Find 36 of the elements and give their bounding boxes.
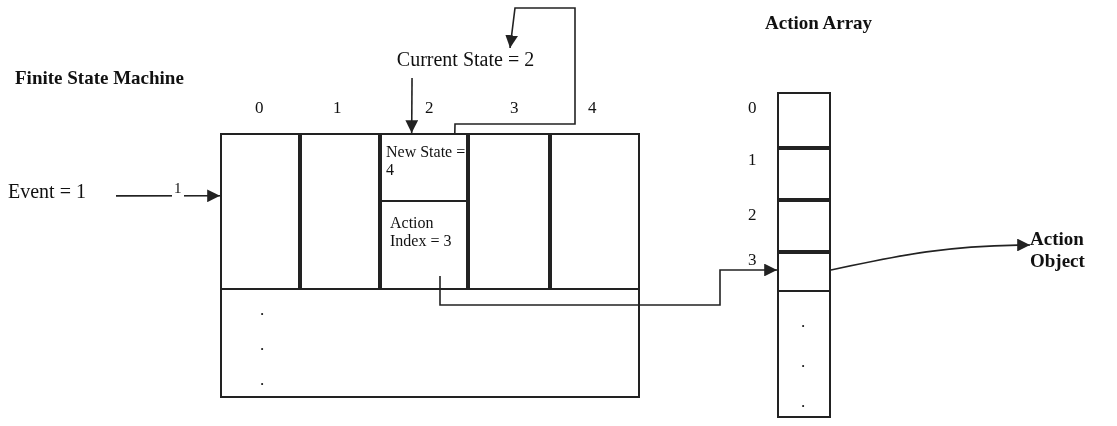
index-number: 2 [748, 205, 757, 225]
arrow [454, 7, 576, 134]
table-cell [550, 133, 640, 290]
cell-entry: New State = 4 [382, 135, 470, 202]
index-number: 1 [333, 98, 342, 118]
text-label: Action Object [1030, 228, 1115, 278]
ellipsis-dot: . [260, 300, 265, 320]
arrow [830, 238, 1031, 271]
table-cell [468, 133, 550, 290]
table-cell [777, 252, 831, 292]
arrow [439, 263, 778, 306]
ellipsis-dot: . [801, 392, 806, 412]
table-cell [220, 133, 300, 290]
table-cell [777, 148, 831, 200]
cell-entry: Action Index = 3 [386, 206, 466, 278]
ellipsis-dot: . [260, 335, 265, 355]
table-cell [380, 133, 468, 290]
table-cell [777, 200, 831, 252]
arrow [405, 77, 419, 134]
index-number: 4 [588, 98, 597, 118]
ellipsis-dot: . [801, 312, 806, 332]
table-title: Finite State Machine [15, 68, 184, 89]
ellipsis-dot: . [260, 370, 265, 390]
edge-label: 1 [172, 180, 184, 197]
text-label: Event = 1 [8, 180, 116, 210]
ellipsis-dot: . [801, 352, 806, 372]
index-number: 3 [748, 250, 757, 270]
index-number: 1 [748, 150, 757, 170]
table-cell [300, 133, 380, 290]
index-number: 0 [255, 98, 264, 118]
text-label: Current State = 2 [383, 48, 548, 78]
arrow [115, 189, 221, 203]
index-number: 3 [510, 98, 519, 118]
index-number: 0 [748, 98, 757, 118]
index-number: 2 [425, 98, 434, 118]
table-title: Action Array [765, 13, 873, 34]
